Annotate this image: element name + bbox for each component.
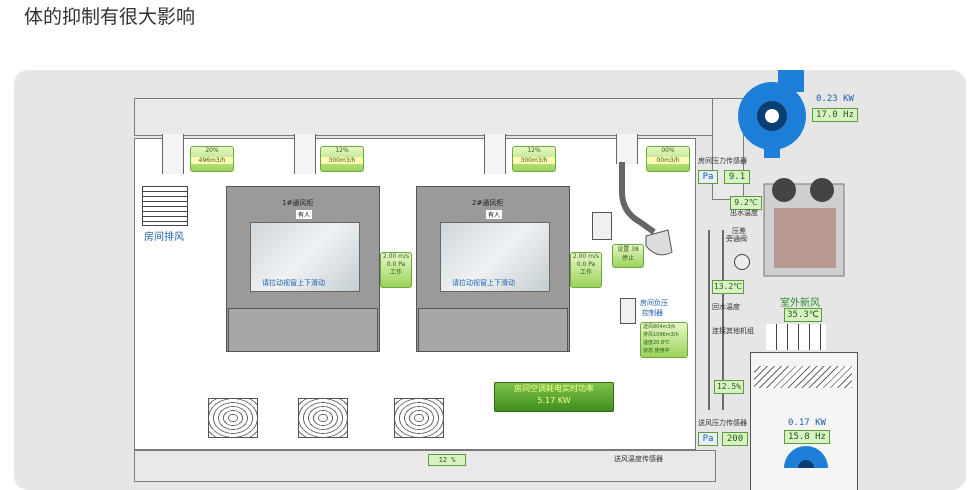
room-state: 状态 使用中 bbox=[643, 348, 670, 354]
damper-flow: 496m3/h bbox=[191, 157, 233, 164]
neg-pressure-label-1: 房间负压 bbox=[640, 299, 668, 307]
hood-1-title: 1#通风柜 bbox=[282, 199, 314, 207]
hvac-diagram-panel: 0.23 KW 17.0 Hz 20% 496m3/h 12% 300m3/h 12… bbox=[14, 70, 966, 490]
return-temp-value: 13.2℃ bbox=[712, 280, 744, 294]
arm-state: 停止 bbox=[621, 255, 634, 262]
damper-status-1: 20% 496m3/h bbox=[190, 146, 234, 172]
damper-drop-2 bbox=[294, 134, 316, 174]
hood-2-cabinet bbox=[418, 308, 568, 352]
ahu-filter bbox=[754, 366, 852, 388]
arm-controller[interactable] bbox=[592, 212, 612, 240]
supply-temp-sensor-label: 送风温度传感器 bbox=[614, 455, 663, 463]
bypass-label-2: 旁通阀 bbox=[726, 235, 747, 243]
hood-1-pressure: 0.0 Pa bbox=[386, 261, 406, 268]
power-display: 房间空调耗电实时功率 5.17 KW bbox=[494, 382, 614, 412]
hood-2-hint: 请拉动视窗上下滑动 bbox=[452, 279, 515, 287]
damper-drop-4 bbox=[616, 134, 638, 164]
damper-percent: 12% bbox=[527, 147, 541, 154]
hood-2-pressure: 0.0 Pa bbox=[576, 261, 596, 268]
room-pressure-value: 9.1 bbox=[724, 170, 750, 184]
damper-status-3: 12% 300m3/h bbox=[512, 146, 556, 172]
hood-2-velocity: 2.00 m/s bbox=[572, 253, 600, 260]
room-exhaust-grille bbox=[142, 186, 188, 226]
damper-drop-3 bbox=[484, 134, 506, 174]
room-pressure-label: 房间压力传感器 bbox=[698, 157, 747, 165]
damper-status-2: 12% 300m3/h bbox=[320, 146, 364, 172]
supply-fan-icon bbox=[784, 446, 828, 468]
hood-2-sash[interactable] bbox=[440, 222, 550, 292]
neg-pressure-controller-device[interactable] bbox=[620, 298, 636, 324]
damper-flow: 00m3/h bbox=[647, 157, 689, 164]
return-pipe bbox=[722, 230, 724, 410]
room-exhaust-label: 房间排风 bbox=[144, 232, 184, 243]
exhaust-flow: 排风1096m3/h bbox=[643, 332, 679, 338]
ceiling-diffuser-3 bbox=[394, 398, 444, 438]
snorkel-arm-icon bbox=[619, 162, 673, 256]
neg-pressure-label-2: 控制器 bbox=[642, 309, 663, 317]
pump-icon bbox=[734, 254, 750, 270]
room-temp: 温度20.8℃ bbox=[643, 340, 670, 346]
hood-2-title: 2#通风柜 bbox=[472, 199, 504, 207]
connect-other-label: 连接其他机组 bbox=[712, 327, 754, 335]
damper-percent: 20% bbox=[205, 147, 219, 154]
bottom-damper-value: 12 % bbox=[428, 454, 466, 466]
outlet-temp-label: 出水温度 bbox=[730, 209, 758, 217]
arm-status: 设置 38 停止 bbox=[612, 244, 644, 268]
hood-1-sash[interactable] bbox=[250, 222, 360, 292]
exhaust-fan-power: 0.23 KW bbox=[816, 94, 854, 104]
power-value: 5.17 KW bbox=[537, 396, 571, 405]
neg-pressure-status: 送风804m3/h 排风1096m3/h 温度20.8℃ 状态 使用中 bbox=[640, 322, 688, 358]
supply-flow: 送风804m3/h bbox=[643, 324, 676, 330]
supply-fan-power: 0.17 KW bbox=[788, 418, 826, 428]
arm-setting: 设置 38 bbox=[617, 246, 639, 253]
damper-flow: 300m3/h bbox=[321, 157, 363, 164]
exhaust-duct bbox=[134, 98, 756, 136]
hood-1-hint: 请拉动视窗上下滑动 bbox=[262, 279, 325, 287]
hood-1-state: 工作 bbox=[389, 269, 402, 276]
hood-1-cabinet bbox=[228, 308, 378, 352]
room-pressure-unit: Pa bbox=[698, 170, 718, 184]
supply-pressure-unit: Pa bbox=[698, 432, 718, 446]
hood-1-status: 2.00 m/s 0.0 Pa 工作 bbox=[380, 252, 412, 288]
fresh-air-fins bbox=[766, 324, 826, 350]
damper-flow: 300m3/h bbox=[513, 157, 555, 164]
supply-pipe bbox=[708, 230, 710, 410]
ceiling-diffuser-1 bbox=[208, 398, 258, 438]
chiller-unit-icon bbox=[763, 178, 845, 277]
fresh-air-value: 35.3℃ bbox=[784, 308, 822, 322]
hood-1-velocity: 2.00 m/s bbox=[382, 253, 410, 260]
supply-pressure-label: 送风压力传感器 bbox=[698, 419, 747, 427]
outlet-temp-value: 9.2℃ bbox=[730, 196, 762, 210]
page-heading: 体的抑制有很大影响 bbox=[24, 6, 196, 28]
exhaust-fan-icon bbox=[738, 70, 806, 158]
return-temp-label: 回水温度 bbox=[712, 303, 740, 311]
damper-percent: 00% bbox=[661, 147, 675, 154]
bypass-label-1: 压差 bbox=[732, 227, 746, 235]
exhaust-fan-frequency: 17.0 Hz bbox=[812, 108, 858, 122]
damper-drop-1 bbox=[162, 134, 184, 174]
damper-percent: 12% bbox=[335, 147, 349, 154]
damper-status-4: 00% 00m3/h bbox=[646, 146, 690, 172]
supply-pressure-value: 200 bbox=[722, 432, 748, 446]
fresh-air-label: 室外新风 bbox=[780, 298, 820, 309]
hood-2-status: 2.00 m/s 0.0 Pa 工作 bbox=[570, 252, 602, 288]
valve-percent: 12.5% bbox=[714, 380, 744, 394]
hood-1-tag: 有人 bbox=[296, 210, 313, 219]
ceiling-diffuser-2 bbox=[298, 398, 348, 438]
hood-2-tag: 有人 bbox=[486, 210, 503, 219]
supply-fan-frequency: 15.8 Hz bbox=[784, 430, 830, 444]
hood-2-state: 工作 bbox=[579, 269, 592, 276]
power-label: 房间空调耗电实时功率 bbox=[514, 384, 594, 393]
